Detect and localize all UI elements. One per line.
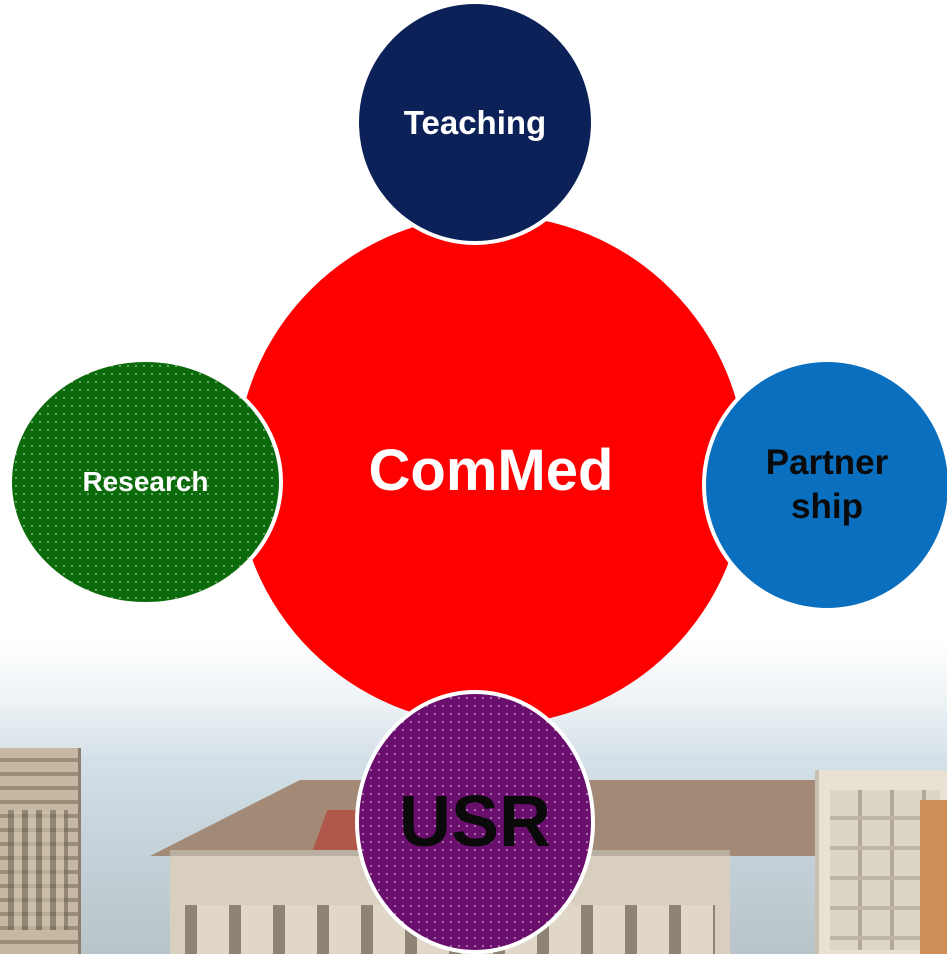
node-teaching: Teaching bbox=[355, 0, 595, 245]
node-usr-label: USR bbox=[398, 782, 551, 862]
node-partnership-label: Partner ship bbox=[765, 443, 889, 526]
center-node-commed: ComMed bbox=[236, 215, 746, 725]
building-right-accent bbox=[920, 800, 947, 954]
center-node-label: ComMed bbox=[368, 437, 614, 503]
node-teaching-label: Teaching bbox=[403, 103, 547, 141]
node-usr: USR bbox=[355, 690, 595, 954]
node-research: Research bbox=[8, 358, 283, 606]
node-partnership: Partner ship bbox=[702, 358, 947, 612]
node-research-label: Research bbox=[82, 466, 209, 497]
building-left-windows bbox=[8, 810, 68, 930]
